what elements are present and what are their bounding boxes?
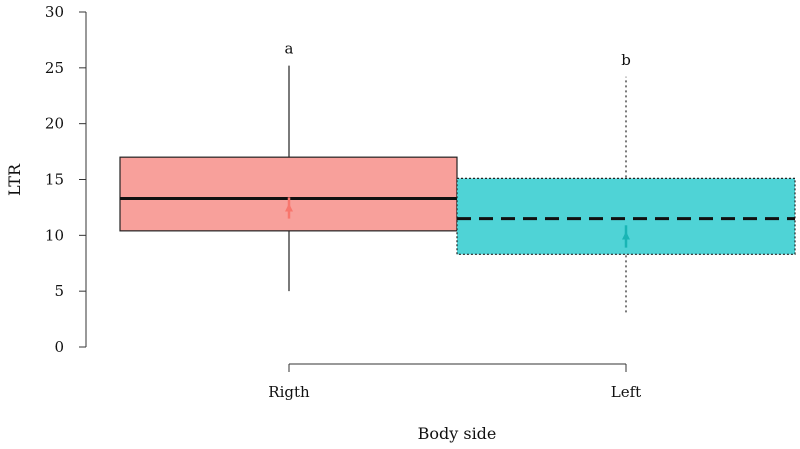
box-rigth: a	[119, 40, 458, 292]
box-rect	[119, 156, 458, 232]
y-tick-label: 30	[45, 3, 64, 21]
x-axis: Rigth Left	[268, 363, 641, 401]
x-axis-title: Body side	[418, 424, 497, 443]
significance-letter: b	[621, 51, 631, 69]
y-tick-label: 5	[54, 282, 64, 300]
significance-letter: a	[285, 40, 294, 58]
box-left: b	[456, 51, 796, 313]
boxes-layer: ab	[119, 40, 796, 313]
x-tick-label: Rigth	[268, 383, 310, 401]
y-tick-label: 20	[45, 115, 64, 133]
y-tick-label: 0	[54, 338, 64, 356]
mean-marker	[285, 203, 293, 212]
y-tick-label: 15	[45, 171, 64, 189]
y-axis-title: LTR	[5, 163, 24, 196]
y-axis-ticks: 0 5 10 15 20 25 30	[45, 3, 86, 356]
mean-marker	[622, 231, 630, 240]
y-tick-label: 25	[45, 59, 64, 77]
y-tick-label: 10	[45, 226, 64, 244]
x-tick-label: Left	[611, 383, 641, 401]
